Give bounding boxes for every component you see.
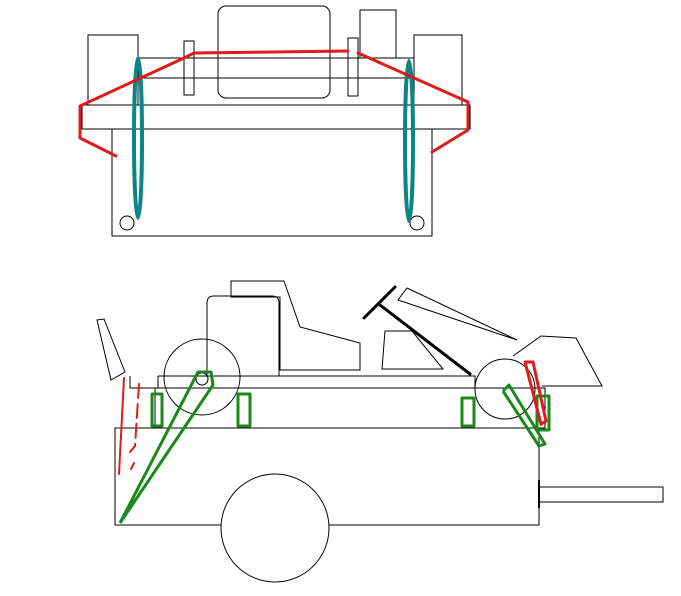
rear-right-chock xyxy=(236,392,252,428)
mower-rear-bagger-chute xyxy=(96,318,126,381)
side-view-outline xyxy=(96,280,664,583)
rear-left-chock xyxy=(150,392,164,428)
front-wheel-chains xyxy=(132,56,415,223)
right-chain-loop xyxy=(403,59,415,223)
rear-tie-down-strap xyxy=(118,370,215,524)
mower-front-deflector xyxy=(397,287,518,341)
front-view xyxy=(78,5,471,237)
mower-steering-side xyxy=(362,285,472,376)
mower-steering-column xyxy=(359,9,397,59)
rear-strap-dashed-side xyxy=(129,383,140,453)
trailer-wheel-side xyxy=(220,473,330,583)
steering-wheel xyxy=(362,285,397,320)
front-left-chock xyxy=(460,396,476,428)
right-trailer-wheel-front xyxy=(409,215,425,231)
left-trailer-wheel-front xyxy=(119,215,135,231)
trailer-tongue-side xyxy=(538,486,664,503)
side-straps xyxy=(118,360,548,475)
right-strap xyxy=(356,51,470,154)
front-straps xyxy=(78,49,470,158)
front-tie-down-strap xyxy=(501,383,547,448)
steering-shaft xyxy=(378,303,472,376)
mower-seat-side xyxy=(230,280,361,371)
side-tie-downs xyxy=(118,370,551,524)
rear-strap-tail xyxy=(130,462,135,470)
mower-cowl-side xyxy=(381,330,445,370)
side-view xyxy=(96,280,664,583)
mower-deck-chute xyxy=(512,335,603,387)
mower-rear-wheel-side xyxy=(163,338,241,416)
top-strap xyxy=(182,49,350,60)
left-strap xyxy=(78,56,186,158)
trailer-bed-side xyxy=(114,427,540,526)
left-axle-post xyxy=(183,40,195,96)
mower-hood-side xyxy=(206,295,280,377)
mower-deck-side xyxy=(154,387,546,429)
right-axle-post xyxy=(347,37,359,97)
left-chain-loop xyxy=(132,56,144,220)
trailer-frame-front xyxy=(111,128,433,237)
front-strap-side xyxy=(523,360,548,427)
rear-strap-side xyxy=(118,377,125,475)
mower-frame-side xyxy=(129,375,476,389)
mower-front-wheel-side xyxy=(474,358,536,420)
left-rear-tire xyxy=(87,34,139,106)
